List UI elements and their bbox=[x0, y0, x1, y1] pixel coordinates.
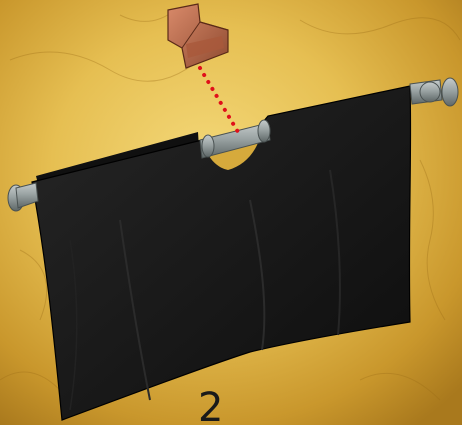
step-number: 2 bbox=[198, 388, 223, 425]
